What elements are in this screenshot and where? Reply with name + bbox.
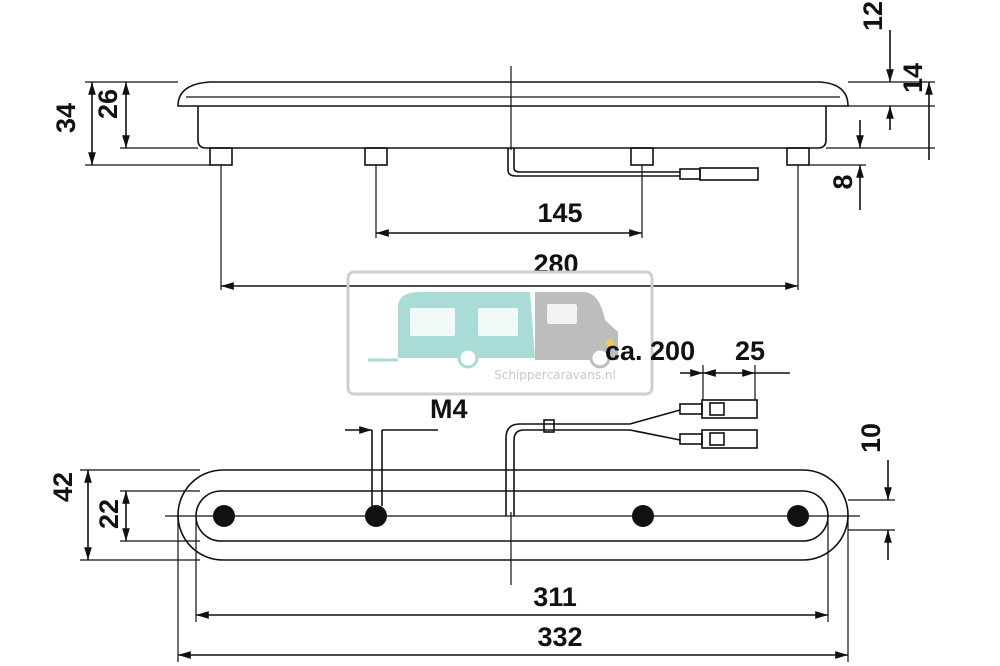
mount-hole-3 [632, 505, 654, 527]
connector-2 [679, 433, 703, 445]
dim-311-label: 311 [533, 582, 577, 612]
dim-22-label: 22 [94, 499, 124, 529]
dim-25-label: 25 [735, 336, 765, 366]
top-cable [505, 409, 681, 516]
side-connector-plug [699, 167, 759, 181]
stud-2 [364, 147, 388, 166]
stud-1 [209, 147, 233, 166]
dim-14-label: 14 [898, 63, 928, 93]
mount-hole-4 [787, 505, 809, 527]
watermark-logo: Schippercaravans.nl [346, 270, 654, 396]
dim-m4-label: M4 [430, 394, 468, 424]
side-cable [507, 148, 680, 177]
watermark-frame [346, 270, 654, 396]
watermark-text: Schippercaravans.nl [494, 368, 616, 382]
stud-3 [630, 147, 654, 166]
dim-200-label: ca. 200 [605, 336, 695, 366]
connector-2-plug [701, 429, 758, 449]
top-view: M4 10 42 22 311 332 [48, 394, 895, 662]
mount-hole-1 [213, 505, 235, 527]
dim-42-label: 42 [48, 472, 78, 502]
dim-26-label: 26 [93, 89, 123, 119]
dim-145-label: 145 [537, 198, 582, 228]
side-view-lens [177, 81, 849, 107]
dim-34-label: 34 [51, 103, 81, 133]
mount-hole-2 [365, 505, 387, 527]
connector-dims: ca. 200 25 [605, 336, 790, 400]
top-view-outer [177, 469, 849, 561]
side-view-body [197, 106, 827, 149]
dim-332-label: 332 [537, 622, 582, 652]
dim-8-label: 8 [828, 174, 858, 189]
dim-10-label: 10 [856, 423, 886, 453]
dim-280-label: 280 [533, 249, 578, 279]
side-connector [679, 168, 701, 180]
side-view: 34 26 12 14 8 145 280 [51, 1, 935, 290]
connector-1 [679, 403, 703, 415]
connector-1-plug [701, 399, 758, 419]
stud-4 [786, 147, 810, 166]
dim-12-label: 12 [858, 1, 888, 31]
